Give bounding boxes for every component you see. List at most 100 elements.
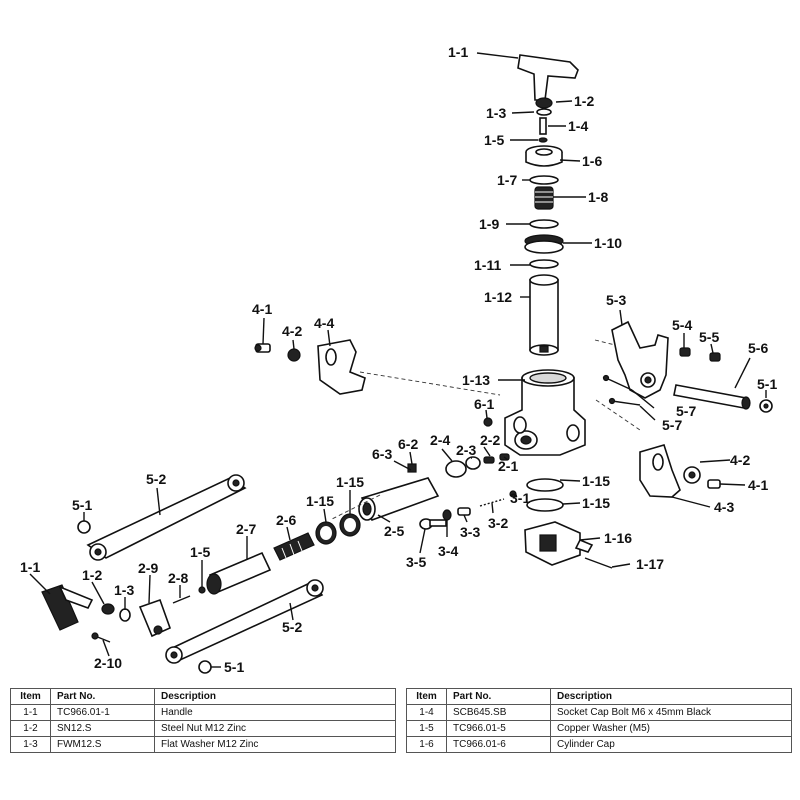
washer-5-1-a-hole (763, 403, 769, 409)
link-arm-5-2-upper-drawing (86, 474, 247, 561)
callout-label: 5-7 (662, 417, 682, 433)
spring-3-2-drawing (479, 498, 505, 507)
bushing-4-2-drawing (287, 348, 301, 362)
callout-label: 1-9 (479, 216, 499, 232)
callout-label: 2-8 (168, 570, 188, 586)
washer-2-3-drawing (465, 456, 481, 470)
callout-label: 1-3 (486, 105, 506, 121)
cell-part-no: TC966.01-6 (446, 736, 551, 753)
screw-3-5-drawing (419, 518, 447, 530)
callout-label: 6-2 (398, 436, 418, 452)
washer-5-1-b-drawing (77, 520, 91, 534)
callout-label: 5-2 (282, 619, 302, 635)
pin-2-10-head (91, 632, 99, 640)
callout-label: 5-1 (224, 659, 244, 675)
callout-label: 1-1 (20, 559, 40, 575)
cell-item: 1-1 (10, 704, 51, 721)
callout-label: 5-5 (699, 329, 719, 345)
header-description: Description (154, 688, 396, 705)
assembly-line-1 (359, 371, 501, 396)
cell-part-no: TC966.01-1 (50, 704, 155, 721)
axle-5-6-drawing (673, 384, 751, 410)
assembly-line-3 (594, 339, 616, 346)
pin-5-7-a-drawing (605, 377, 633, 391)
bracket-4-4-drawing (317, 339, 366, 395)
callout-labels: 1-1 1-2 1-3 1-4 1-5 1-6 1-7 1-8 1-9 1-10… (20, 44, 777, 675)
cylinder-cap-drawing (525, 145, 563, 167)
washer-1-3-lower-drawing (119, 608, 131, 622)
table-row: 1-3 FWM12.S Flat Washer M12 Zinc (10, 736, 396, 753)
callout-label: 1-8 (588, 189, 608, 205)
washer-1-3-drawing (536, 108, 552, 116)
callout-label: 2-5 (384, 523, 404, 539)
pedal-frame-5-3-drawing (611, 320, 669, 399)
table-row: 1-4 SCB645.SB Socket Cap Bolt M6 x 45mm … (406, 704, 792, 721)
seat-3-3-drawing (457, 507, 471, 516)
callout-label: 1-17 (636, 556, 664, 572)
bleed-screw-6-1-drawing (483, 417, 493, 427)
callout-label: 4-2 (282, 323, 302, 339)
header-item: Item (10, 688, 51, 705)
seal-1-15-d-drawing (526, 498, 564, 512)
nut-1-2-lower-drawing (101, 603, 115, 615)
cell-item: 1-5 (406, 720, 447, 737)
callout-label: 4-1 (252, 301, 272, 317)
callout-label: 5-4 (672, 317, 692, 333)
cell-description: Handle (154, 704, 396, 721)
callout-label: 1-15 (306, 493, 334, 509)
exploded-parts-diagram: 1-1 1-2 1-3 1-4 1-5 1-6 1-7 1-8 1-9 1-10… (20, 44, 777, 675)
table-row: 1-2 SN12.S Steel Nut M12 Zinc (10, 720, 396, 737)
bolt-1-4-drawing (539, 117, 547, 135)
callout-label: 3-4 (438, 543, 458, 559)
callout-label: 1-5 (484, 132, 504, 148)
callout-label: 4-3 (714, 499, 734, 515)
callout-label: 2-1 (498, 458, 518, 474)
link-arm-5-2-lower-drawing (165, 579, 324, 664)
assembly-line-4 (329, 494, 381, 521)
parts-table-left: Item Part No. Description 1-1 TC966.01-1… (10, 688, 396, 753)
handle-top-drawing (517, 54, 579, 101)
handle-1-1-lower-drawing (41, 584, 94, 631)
cell-description: Copper Washer (M5) (550, 720, 792, 737)
pin-5-7-b-drawing (611, 400, 641, 406)
pin-2-8-drawing (172, 595, 191, 604)
callout-label: 3-5 (406, 554, 426, 570)
parts-table-right: Item Part No. Description 1-4 SCB645.SB … (406, 688, 792, 753)
callout-label: 1-5 (190, 544, 210, 560)
callout-label: 1-3 (114, 582, 134, 598)
roller-2-7-drawing (206, 551, 272, 595)
callout-label: 4-2 (730, 452, 750, 468)
cell-part-no: TC966.01-5 (446, 720, 551, 737)
table-row: 1-1 TC966.01-1 Handle (10, 704, 396, 721)
callout-label: 5-3 (606, 292, 626, 308)
seal-1-15-a-drawing (339, 513, 361, 537)
callout-label: 1-12 (484, 289, 512, 305)
table-row: 1-6 TC966.01-6 Cylinder Cap (406, 736, 792, 753)
nut-1-2-drawing (535, 97, 553, 109)
clamp-2-9-drawing (138, 598, 172, 638)
table-header-row: Item Part No. Description (406, 688, 792, 705)
callout-label: 1-15 (582, 495, 610, 511)
callout-label: 2-9 (138, 560, 158, 576)
cell-description: Flat Washer M12 Zinc (154, 736, 396, 753)
header-part-no: Part No. (446, 688, 551, 705)
cell-item: 1-6 (406, 736, 447, 753)
callout-label: 5-1 (72, 497, 92, 513)
assembly-line-2 (595, 399, 641, 431)
callout-label: 1-16 (604, 530, 632, 546)
callout-label: 1-4 (568, 118, 588, 134)
ring-1-11-drawing (529, 259, 559, 269)
spring-1-8-drawing (534, 186, 554, 210)
callout-label: 2-2 (480, 432, 500, 448)
washer-1-5-b-drawing (198, 586, 206, 594)
callout-label: 1-6 (582, 153, 602, 169)
callout-label: 1-13 (462, 372, 490, 388)
seal-1-15-c-drawing (526, 478, 564, 492)
header-item: Item (406, 688, 447, 705)
callout-label: 4-4 (314, 315, 334, 331)
screw-2-2-drawing (483, 456, 495, 464)
callout-label: 6-1 (474, 396, 494, 412)
cylinder-1-12-drawing (529, 274, 559, 356)
callout-label: 1-10 (594, 235, 622, 251)
pin-1-17-drawing (584, 557, 613, 569)
